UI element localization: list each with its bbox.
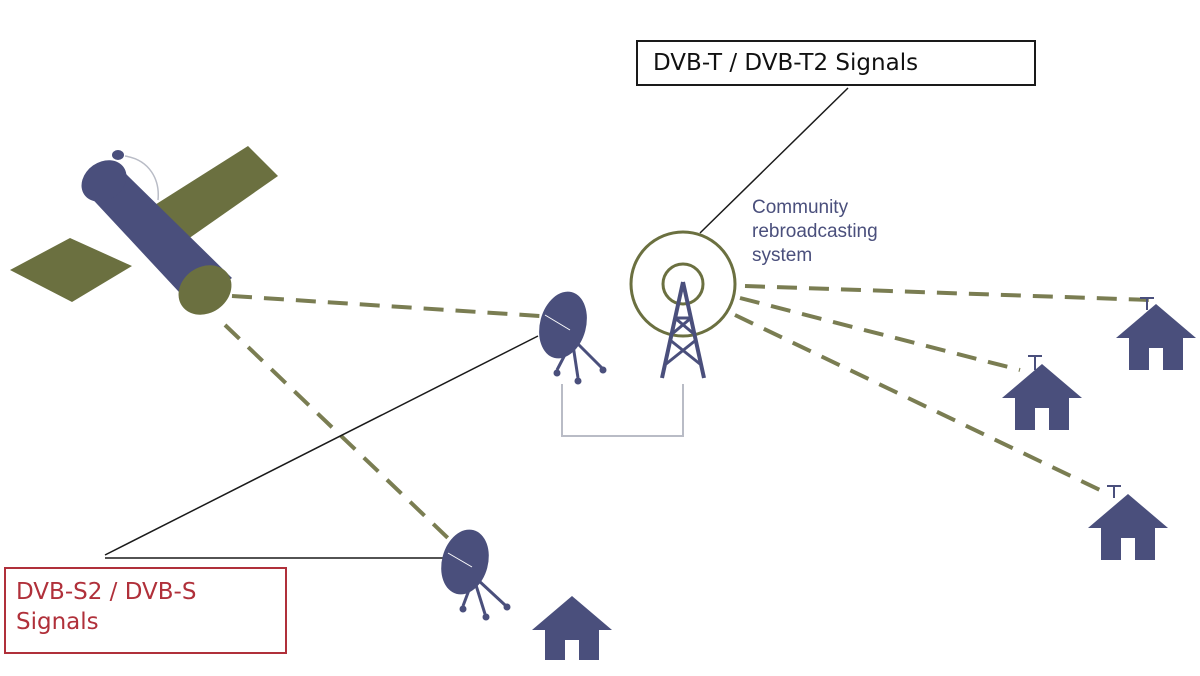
satellite-signals-label: DVB-S2 / DVB-S Signals (4, 567, 287, 654)
tower-leg-right (681, 281, 706, 379)
dish-foot (574, 377, 582, 385)
dish-feed (447, 552, 473, 568)
signal-line-tower-to-house-1 (744, 284, 1151, 302)
satellite-antenna-wire (124, 155, 159, 201)
dish-leg-left (461, 581, 474, 607)
dish-bowl (441, 529, 489, 595)
satellite-to-dish-signal (223, 294, 541, 542)
community-label-line-1: Community (752, 197, 849, 218)
satellite-antenna-tip (112, 150, 124, 160)
tower-brace (671, 316, 692, 336)
leader-line-terrestrial (699, 87, 849, 234)
community-rebroadcasting-label: Community rebroadcasting system (752, 196, 878, 268)
dish-foot (482, 613, 490, 621)
dish-foot (553, 369, 561, 377)
community-label-line-2: rebroadcasting (752, 221, 878, 242)
signal-line-tower-to-house-3 (734, 313, 1101, 492)
dish-leg-right (574, 340, 604, 370)
solar-panel-left (10, 238, 132, 302)
dish-foot (503, 603, 511, 611)
community-label-line-3: system (752, 245, 813, 266)
house-roof (1088, 494, 1168, 528)
house-antenna-icon (1116, 297, 1196, 370)
dish-leg-mid (473, 581, 487, 615)
satellite-body-top-cap (81, 160, 127, 202)
signal-wave-inner (661, 262, 705, 306)
house-door (1035, 408, 1049, 430)
house-door (565, 640, 579, 660)
cable-dish-to-tower (561, 384, 684, 437)
dish-foot (459, 605, 467, 613)
leader-lines (104, 87, 849, 559)
satellite-icon (10, 146, 278, 315)
tower-brace (665, 338, 697, 366)
satellite-signals-label-line-2: Signals (16, 609, 99, 635)
tower-leg-left (660, 281, 685, 379)
signal-line-tower-to-house-2 (739, 296, 1021, 372)
dish-foot (599, 366, 607, 374)
leader-line-satellite-upper (104, 335, 539, 556)
house-roof (1002, 364, 1082, 398)
house-antenna-icon (1002, 355, 1082, 430)
house-icon (532, 596, 612, 660)
broadcast-tower-icon (629, 230, 737, 379)
dish-leg-left (555, 344, 572, 371)
tower-brace (674, 316, 695, 336)
dish-leg-right (476, 578, 507, 607)
house-door (1149, 348, 1163, 370)
satellite-signals-label-line-1: DVB-S2 / DVB-S (16, 579, 197, 605)
house-door (1121, 538, 1135, 560)
dish-bowl (539, 291, 587, 359)
dish-feed (544, 314, 571, 331)
signal-wave-outer (629, 230, 737, 338)
dish-leg-mid (571, 344, 580, 379)
house-roof (1116, 304, 1196, 338)
satellite-body-end-cap (178, 265, 232, 315)
signal-line-sat-to-home-dish (223, 323, 452, 542)
house-antenna-icon (1088, 485, 1168, 560)
satellite-dish-icon (441, 529, 511, 621)
signal-line-sat-to-central-dish (231, 294, 541, 318)
house-roof (532, 596, 612, 630)
solar-panel-right (150, 146, 278, 246)
tower-brace (669, 338, 701, 366)
satellite-dish-icon (539, 291, 607, 385)
tower-to-homes-signal (734, 284, 1151, 492)
terrestrial-signals-label: DVB-T / DVB-T2 Signals (636, 40, 1036, 86)
